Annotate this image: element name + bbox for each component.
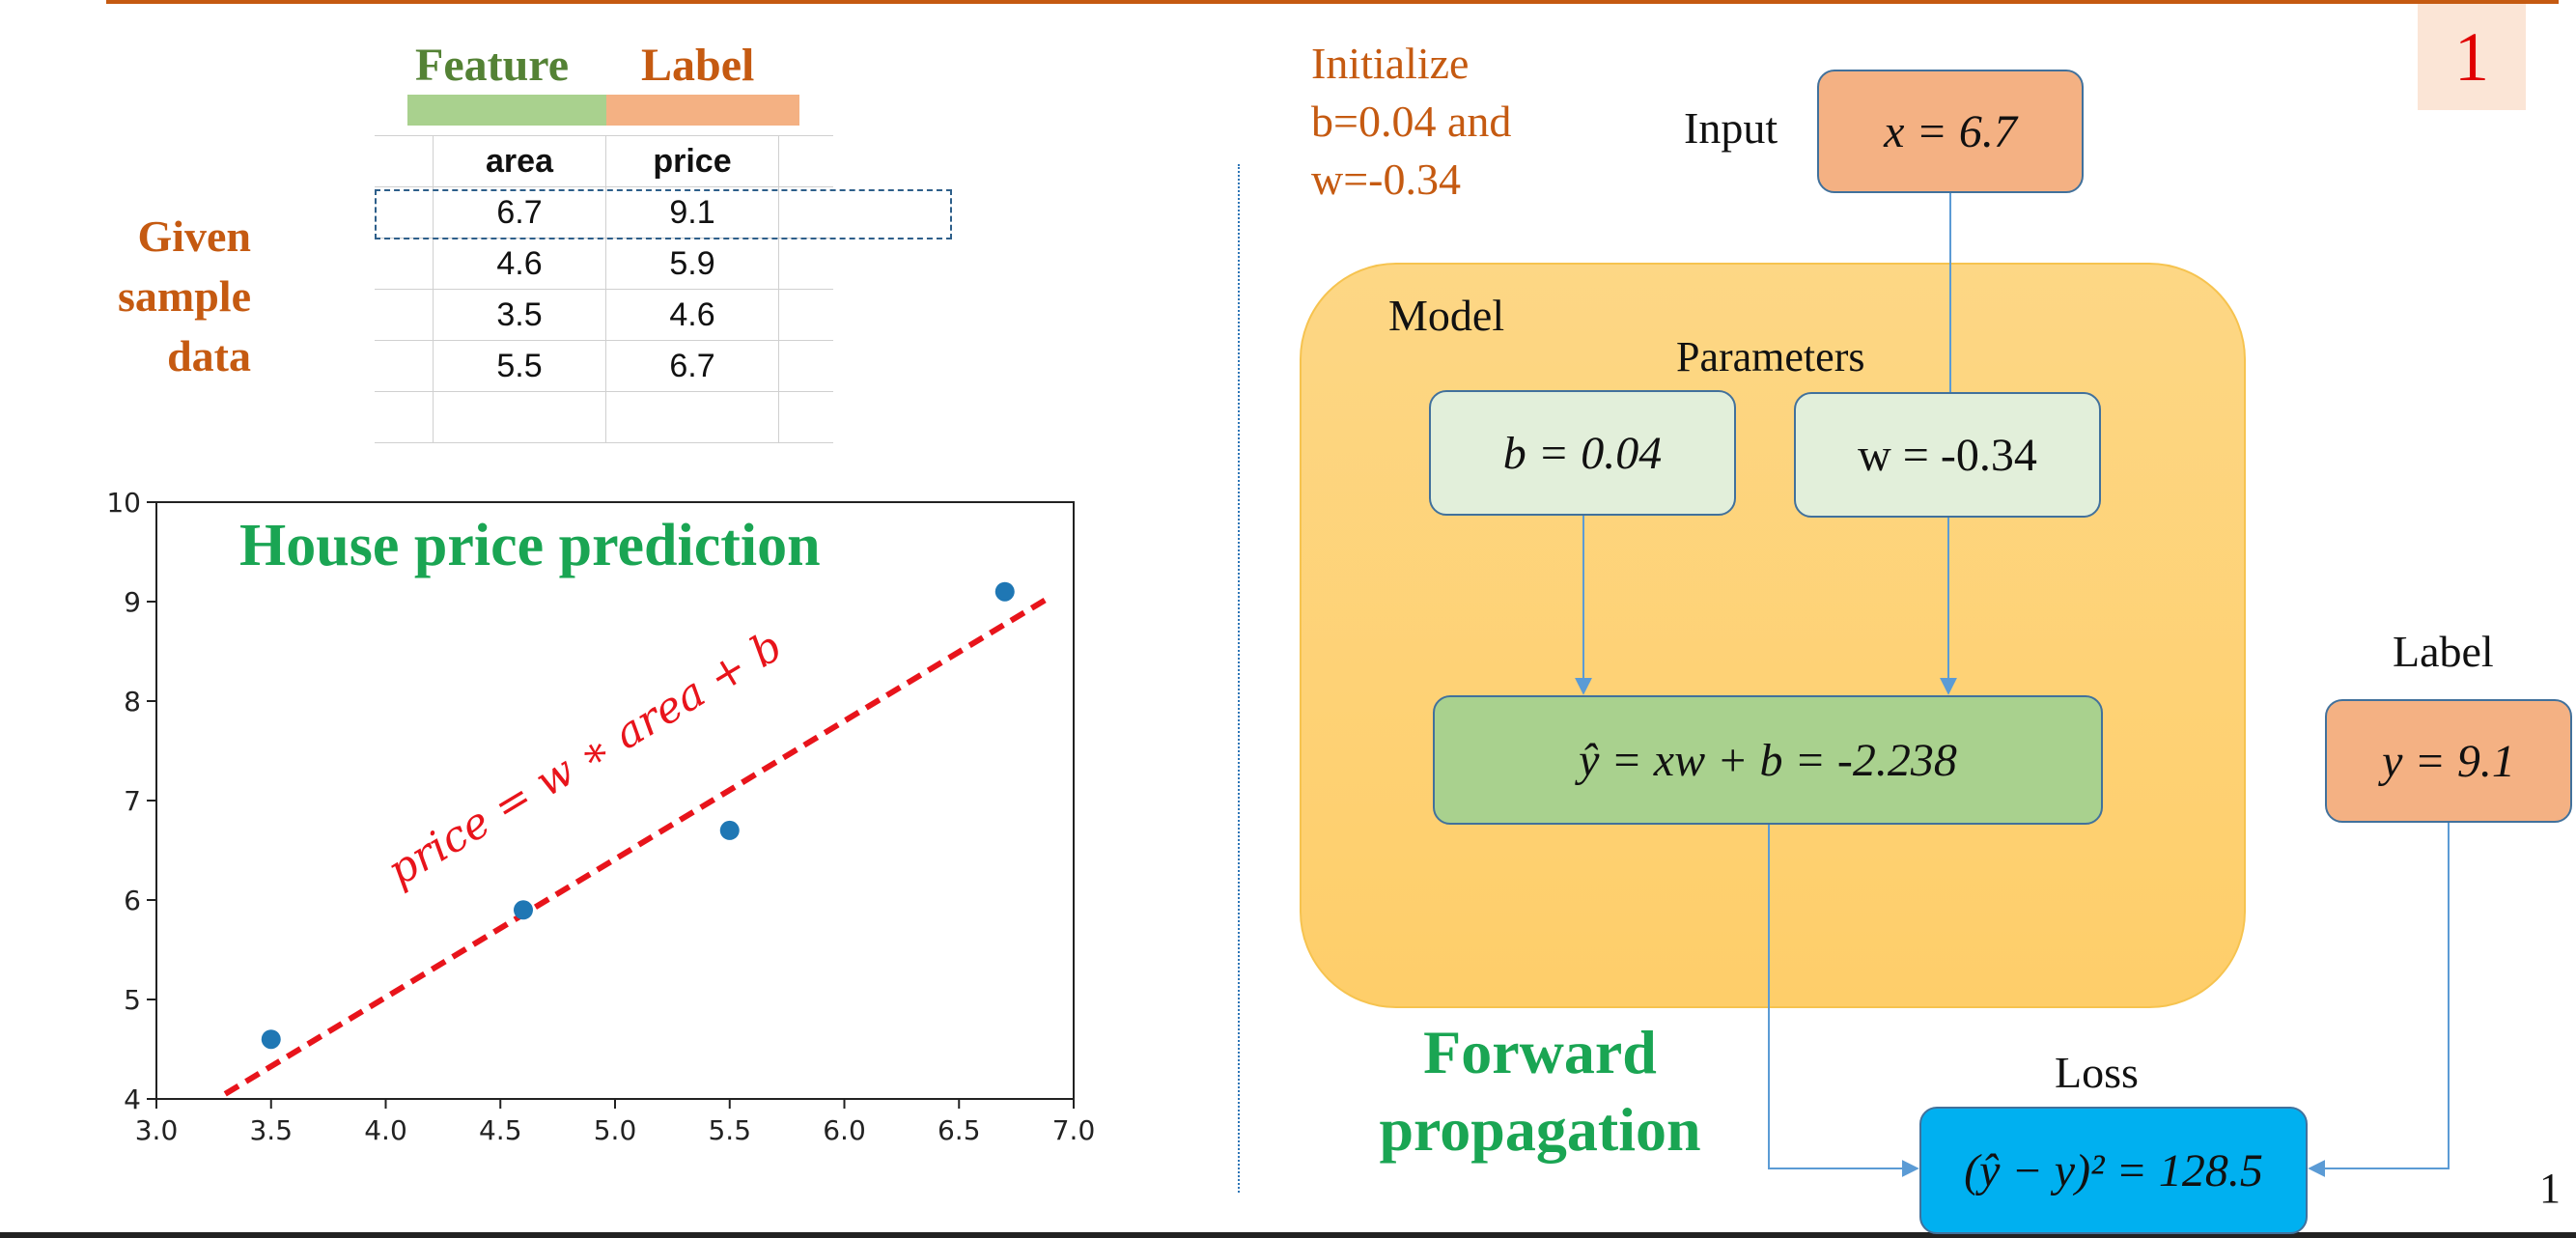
selected-row-highlight (375, 189, 952, 239)
table-empty-cell (778, 135, 833, 187)
bottom-rule (0, 1232, 2576, 1238)
y-tick-label: 10 (106, 487, 141, 519)
top-rule (106, 0, 2559, 4)
table-cell-area: 3.5 (433, 289, 606, 341)
x-tick-label: 6.5 (938, 1114, 981, 1146)
loss-value: (ŷ − y)² = 128.5 (1964, 1144, 2263, 1196)
table-stub-cell (375, 238, 434, 290)
table-empty-cell (778, 391, 833, 443)
table-stub-cell (375, 340, 434, 392)
prediction-value: ŷ = xw + b = -2.238 (1579, 734, 1957, 786)
x-tick-label: 4.5 (479, 1114, 522, 1146)
label-y-box: y = 9.1 (2325, 699, 2572, 823)
feature-header: Feature (415, 40, 570, 91)
table-header-row: area price (375, 135, 833, 187)
column-header-area: area (433, 135, 606, 187)
table-cell-price: 4.6 (605, 289, 779, 341)
y-tick-label: 6 (124, 885, 141, 916)
label-to-loss-arrow (2308, 823, 2450, 1177)
column-header-price: price (605, 135, 779, 187)
data-point (261, 1029, 281, 1050)
forward-propagation-label: Forward propagation (1342, 1014, 1738, 1168)
y-tick-label: 5 (124, 984, 141, 1016)
x-tick-label: 3.0 (135, 1114, 179, 1146)
table-cell-price: 5.9 (605, 238, 779, 290)
input-x-value: x = 6.7 (1884, 105, 2017, 157)
x-tick-label: 4.0 (364, 1114, 407, 1146)
y-tick-label: 4 (124, 1083, 141, 1115)
prediction-box: ŷ = xw + b = -2.238 (1433, 695, 2103, 825)
feature-bar (407, 95, 606, 126)
label-bar (606, 95, 799, 126)
param-b-value: b = 0.04 (1502, 427, 1663, 479)
table-cell-price: 6.7 (605, 340, 779, 392)
table-empty-cell (433, 391, 606, 443)
initialize-line: Initialize (1311, 39, 1470, 88)
param-b-box: b = 0.04 (1429, 390, 1736, 516)
initialize-line: b=0.04 and (1311, 97, 1512, 146)
table-empty-cell (778, 186, 833, 239)
section-divider (1238, 164, 1240, 1193)
given-line: sample (118, 271, 251, 321)
chart-title: House price prediction (239, 513, 821, 578)
table-row: 3.5 4.6 (375, 289, 833, 341)
parameters-label: Parameters (1676, 333, 1865, 380)
y-tick-label: 9 (124, 586, 141, 618)
table-row (375, 391, 833, 443)
given-sample-data-label: Given sample data (77, 207, 251, 386)
forward-line: propagation (1379, 1095, 1701, 1164)
x-tick-label: 6.0 (823, 1114, 866, 1146)
table-cell-area: 4.6 (433, 238, 606, 290)
given-line: data (167, 331, 251, 380)
table-stub-cell (375, 289, 434, 341)
table-row: 4.6 5.9 (375, 238, 833, 290)
table-cell-area: 5.5 (433, 340, 606, 392)
table-empty-cell (778, 289, 833, 341)
x-tick-label: 5.5 (708, 1114, 751, 1146)
table-empty-cell (778, 238, 833, 290)
param-w-box: w = -0.34 (1794, 392, 2101, 518)
data-point (994, 581, 1015, 602)
initialize-line: w=-0.34 (1311, 155, 1461, 204)
y-tick-label: 8 (124, 686, 141, 717)
fit-line (223, 594, 1052, 1097)
loss-box: (ŷ − y)² = 128.5 (1919, 1107, 2308, 1234)
label-header: Label (641, 40, 755, 91)
y-tick-label: 7 (124, 785, 141, 817)
data-point (719, 820, 740, 840)
loss-heading: Loss (2055, 1048, 2139, 1097)
sample-data-table: area price 6.7 9.1 4.6 5.9 3.5 4.6 5.5 6… (375, 135, 833, 443)
input-x-box: x = 6.7 (1817, 70, 2084, 193)
slide-step-badge: 1 (2418, 4, 2526, 110)
table-empty-cell (778, 340, 833, 392)
label-y-value: y = 9.1 (2382, 735, 2515, 787)
input-label: Input (1684, 103, 1778, 153)
param-w-value: w = -0.34 (1858, 429, 2037, 481)
data-point (514, 900, 533, 920)
x-tick-label: 3.5 (249, 1114, 293, 1146)
given-line: Given (137, 211, 251, 261)
table-stub-cell (375, 135, 434, 187)
x-tick-label: 5.0 (594, 1114, 637, 1146)
label-heading: Label (2393, 627, 2494, 676)
table-row: 5.5 6.7 (375, 340, 833, 392)
initialize-note: Initialize b=0.04 and w=-0.34 (1311, 35, 1511, 209)
table-stub-cell (375, 391, 434, 443)
x-tick-label: 7.0 (1052, 1114, 1096, 1146)
model-label: Model (1388, 291, 1505, 340)
plot-frame (155, 501, 1075, 1100)
table-empty-cell (605, 391, 779, 443)
forward-line: Forward (1423, 1018, 1657, 1086)
page-number: 1 (2539, 1165, 2561, 1212)
